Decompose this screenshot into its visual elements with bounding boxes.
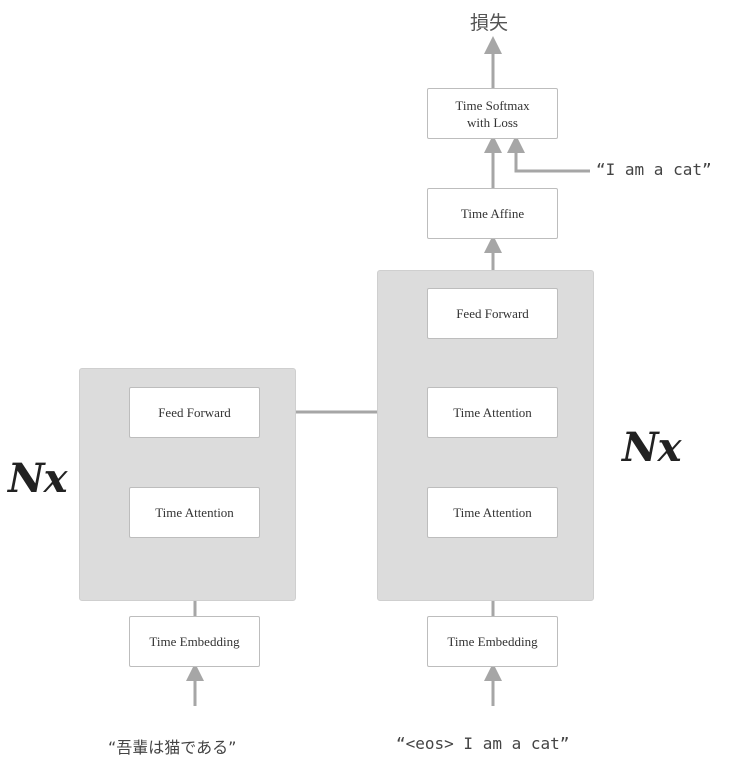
encoder-repeat-label: Nx [8, 455, 67, 502]
decoder-feed-forward-box: Feed Forward [427, 288, 558, 339]
decoder-input-text: “<eos> I am a cat” [396, 734, 570, 753]
decoder-time-attention-bottom-box: Time Attention [427, 487, 558, 538]
time-softmax-with-loss-box: Time Softmax with Loss [427, 88, 558, 139]
encoder-time-embedding-box: Time Embedding [129, 616, 260, 667]
time-affine-box: Time Affine [427, 188, 558, 239]
decoder-time-attention-top-box: Time Attention [427, 387, 558, 438]
encoder-input-text: “吾輩は猫である” [108, 738, 237, 757]
encoder-feed-forward-box: Feed Forward [129, 387, 260, 438]
encoder-time-attention-box: Time Attention [129, 487, 260, 538]
loss-output-label: 損失 [470, 12, 509, 34]
decoder-time-embedding-box: Time Embedding [427, 616, 558, 667]
target-text: “I am a cat” [596, 160, 712, 179]
target-to-softmax [507, 135, 590, 173]
decoder-repeat-label: Nx [622, 424, 681, 471]
